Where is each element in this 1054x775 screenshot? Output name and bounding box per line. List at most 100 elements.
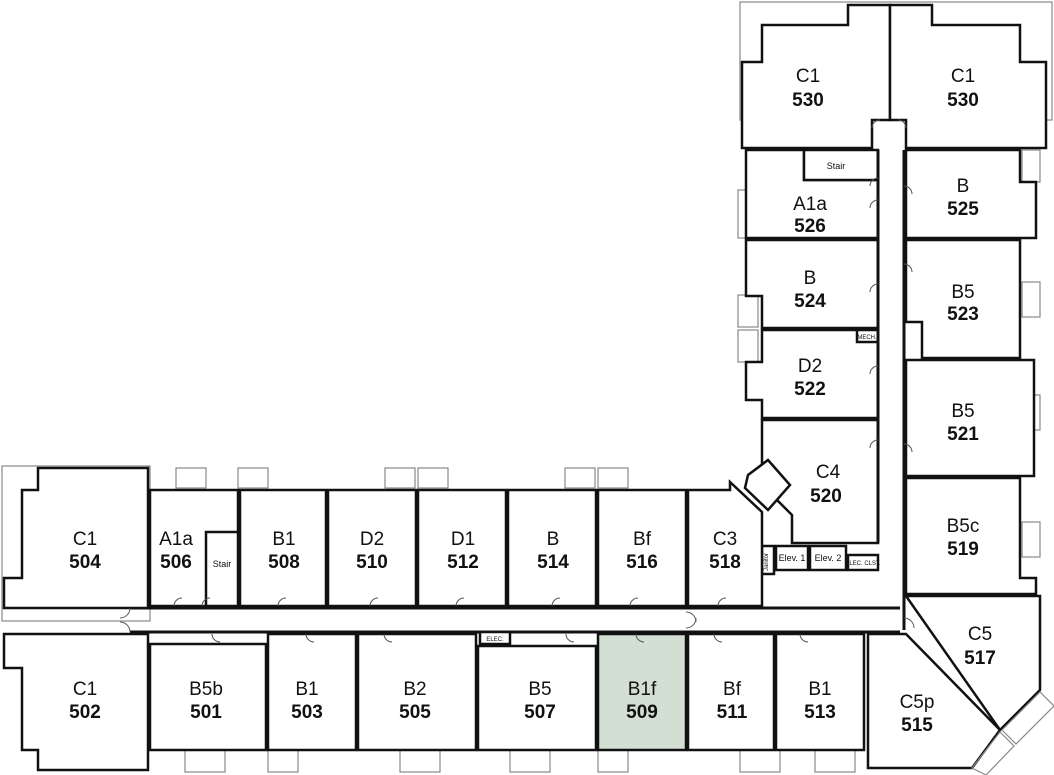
mech-room: MECH. bbox=[855, 328, 880, 344]
unit-number-label: 530 bbox=[792, 90, 824, 111]
stair-north: Stair bbox=[802, 148, 880, 182]
unit-type-label: C5p bbox=[900, 692, 935, 713]
unit-type-label: B1 bbox=[272, 529, 295, 550]
svg-text:ELEC. CLST.: ELEC. CLST. bbox=[845, 561, 881, 567]
unit-type-label: B5b bbox=[189, 679, 223, 700]
corridor-walls bbox=[130, 150, 906, 634]
unit-516[interactable]: Bf 516 bbox=[596, 488, 688, 608]
unit-number-label: 518 bbox=[709, 552, 741, 573]
unit-number-label: 509 bbox=[626, 702, 658, 723]
svg-text:Janitor: Janitor bbox=[764, 553, 770, 571]
unit-number-label: 514 bbox=[537, 552, 569, 573]
unit-number-label: 524 bbox=[794, 291, 826, 312]
unit-508[interactable]: B1 508 bbox=[238, 488, 328, 608]
unit-number-label: 521 bbox=[947, 424, 979, 445]
svg-text:MECH.: MECH. bbox=[857, 335, 877, 341]
unit-type-label: B2 bbox=[403, 679, 426, 700]
unit-501[interactable]: B5b 501 bbox=[148, 642, 268, 752]
unit-523[interactable]: B5 523 bbox=[904, 238, 1022, 360]
unit-number-label: 525 bbox=[947, 199, 979, 220]
unit-number-label: 517 bbox=[964, 648, 996, 669]
unit-type-label: D2 bbox=[798, 356, 822, 377]
unit-type-label: Bf bbox=[723, 679, 742, 700]
janitor-closet: Janitor bbox=[760, 544, 776, 576]
unit-number-label: 507 bbox=[524, 702, 556, 723]
unit-514[interactable]: B 514 bbox=[506, 488, 598, 608]
unit-505[interactable]: B2 505 bbox=[356, 632, 478, 752]
unit-type-label: B5 bbox=[528, 679, 551, 700]
unit-type-label: Bf bbox=[633, 529, 652, 550]
unit-type-label: D1 bbox=[451, 529, 475, 550]
unit-type-label: C1 bbox=[73, 679, 97, 700]
unit-number-label: 530 bbox=[947, 90, 979, 111]
unit-number-label: 512 bbox=[447, 552, 479, 573]
unit-number-label: 503 bbox=[291, 702, 323, 723]
unit-type-label: B1 bbox=[295, 679, 318, 700]
corner-balcony bbox=[971, 691, 1054, 775]
unit-521[interactable]: B5 521 bbox=[904, 358, 1036, 478]
unit-530[interactable]: C1 530 bbox=[888, 3, 1048, 150]
unit-524[interactable]: B 524 bbox=[744, 238, 880, 330]
unit-type-label: B1f bbox=[628, 679, 657, 700]
unit-type-label: A1a bbox=[793, 194, 827, 215]
unit-number-label: 501 bbox=[190, 702, 222, 723]
electric-closet: ELEC. CLST. bbox=[845, 553, 881, 572]
door-swings bbox=[119, 119, 915, 643]
unit-number-label: 526 bbox=[794, 216, 826, 237]
unit-number-label: 510 bbox=[356, 552, 388, 573]
unit-510[interactable]: D2 510 bbox=[326, 488, 418, 608]
unit-number-label: 508 bbox=[268, 552, 300, 573]
unit-number-label: 523 bbox=[947, 304, 979, 325]
elevator-2: Elev. 2 bbox=[808, 544, 848, 572]
unit-type-label: A1a bbox=[159, 529, 193, 550]
unit-504[interactable]: C1 504 bbox=[2, 466, 150, 610]
unit-number-label: 522 bbox=[794, 379, 826, 400]
unit-519[interactable]: B5c 519 bbox=[904, 476, 1038, 596]
unit-513[interactable]: B1 513 bbox=[774, 632, 866, 752]
unit-type-label: C1 bbox=[796, 66, 820, 87]
unit-number-label: 515 bbox=[901, 715, 933, 736]
unit-518[interactable]: C3 518 bbox=[686, 479, 764, 608]
elevator-1: Elev. 1 bbox=[774, 544, 810, 572]
unit-type-label: D2 bbox=[360, 529, 384, 550]
unit-type-label: B bbox=[547, 529, 560, 550]
unit-type-label: B bbox=[804, 268, 817, 289]
unit-type-label: B5 bbox=[951, 282, 974, 303]
unit-503[interactable]: B1 503 bbox=[266, 632, 358, 752]
unit-515[interactable]: C5p 515 bbox=[866, 632, 1002, 770]
unit-type-label: B1 bbox=[808, 679, 831, 700]
unit-502[interactable]: C1 502 bbox=[2, 632, 150, 772]
unit-517[interactable]: C5 517 bbox=[903, 594, 1042, 732]
unit-number-label: 511 bbox=[717, 702, 748, 723]
unit-509[interactable]: B1f 509 bbox=[596, 632, 688, 752]
unit-number-label: 516 bbox=[626, 552, 658, 573]
unit-number-label: 520 bbox=[810, 486, 842, 507]
svg-text:Elev. 2: Elev. 2 bbox=[815, 553, 842, 563]
unit-type-label: B bbox=[957, 176, 970, 197]
diagonal-lobby bbox=[743, 458, 792, 512]
svg-text:ELEC.: ELEC. bbox=[486, 637, 504, 643]
unit-525[interactable]: B 525 bbox=[904, 148, 1038, 240]
unit-528[interactable]: C1 530 bbox=[740, 3, 892, 150]
unit-number-label: 502 bbox=[69, 702, 101, 723]
unit-507[interactable]: B5 507 bbox=[476, 644, 598, 752]
unit-number-label: 519 bbox=[947, 539, 979, 560]
unit-type-label: C1 bbox=[73, 529, 97, 550]
unit-number-label: 513 bbox=[804, 702, 836, 723]
unit-type-label: B5c bbox=[947, 516, 980, 537]
unit-type-label: B5 bbox=[951, 401, 974, 422]
unit-520[interactable]: C4 520 bbox=[760, 418, 880, 545]
svg-text:Elev. 1: Elev. 1 bbox=[779, 553, 806, 563]
unit-number-label: 504 bbox=[69, 552, 101, 573]
unit-type-label: C4 bbox=[816, 462, 841, 483]
stair-west: Stair bbox=[204, 530, 240, 608]
unit-type-label: C3 bbox=[713, 529, 737, 550]
stair-label: Stair bbox=[213, 559, 232, 569]
unit-type-label: C1 bbox=[951, 66, 975, 87]
stair-label: Stair bbox=[827, 161, 846, 171]
unit-type-label: C5 bbox=[968, 624, 992, 645]
unit-511[interactable]: Bf 511 bbox=[686, 632, 776, 752]
unit-512[interactable]: D1 512 bbox=[416, 488, 508, 608]
unit-number-label: 505 bbox=[399, 702, 431, 723]
